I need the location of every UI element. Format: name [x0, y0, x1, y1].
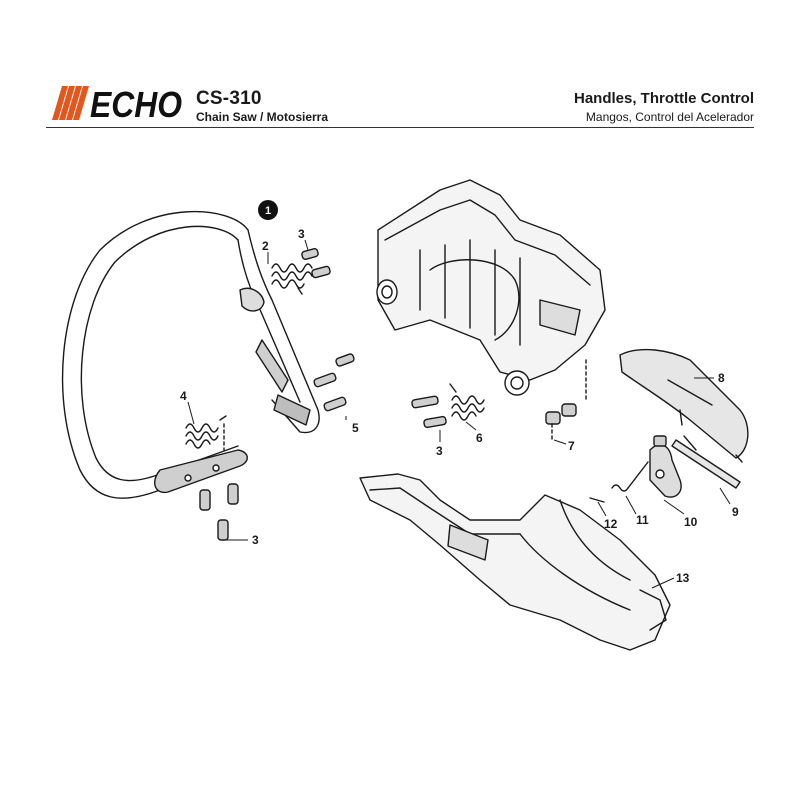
label-part-13: 13 — [676, 571, 690, 585]
spring-6 — [449, 383, 485, 421]
label-part-10: 10 — [684, 515, 698, 529]
label-part-4: 4 — [180, 389, 187, 403]
bolts-5 — [313, 353, 355, 412]
label-part-6: 6 — [476, 431, 483, 445]
label-part-5: 5 — [352, 421, 359, 435]
label-part-12: 12 — [604, 517, 618, 531]
label-part-7: 7 — [568, 439, 575, 453]
throttle-rod-9 — [671, 435, 741, 489]
label-part-8: 8 — [718, 371, 725, 385]
header-divider — [46, 127, 754, 128]
bolts-top — [301, 248, 331, 279]
leader-lines — [187, 239, 731, 589]
spring-4 — [185, 415, 227, 451]
callout-1-badge — [258, 200, 278, 220]
product-subtitle: Chain Saw / Motosierra — [196, 110, 329, 124]
section-subtitle: Mangos, Control del Acelerador — [585, 110, 754, 124]
label-part-3-top: 3 — [298, 227, 305, 241]
label-part-11: 11 — [636, 513, 649, 527]
model-number: CS-310 — [196, 88, 262, 109]
logo-wordmark: ECHO — [90, 86, 182, 120]
label-part-3-bottom: 3 — [252, 533, 259, 547]
bolts-middle — [411, 395, 447, 429]
front-handle — [61, 210, 320, 499]
bolts-bottom — [199, 483, 239, 541]
pin-12 — [589, 497, 605, 503]
echo-logo: ECHO — [52, 86, 182, 120]
engine-housing — [376, 179, 606, 401]
throttle-trigger-10 — [649, 435, 682, 498]
handle-cover-8 — [619, 348, 749, 463]
spring-11 — [611, 461, 649, 492]
page-header: ECHO CS-310 Chain Saw / Motosierra Handl… — [0, 0, 800, 132]
section-title: Handles, Throttle Control — [574, 90, 754, 107]
label-part-2: 2 — [262, 239, 269, 253]
label-part-9: 9 — [732, 505, 739, 519]
bushings-7 — [545, 403, 577, 441]
spring-2 — [271, 263, 313, 295]
callout-1: 1 — [265, 205, 271, 217]
lower-housing-13 — [359, 473, 671, 651]
label-part-3-middle: 3 — [436, 444, 443, 458]
logo-stripes — [52, 86, 89, 120]
